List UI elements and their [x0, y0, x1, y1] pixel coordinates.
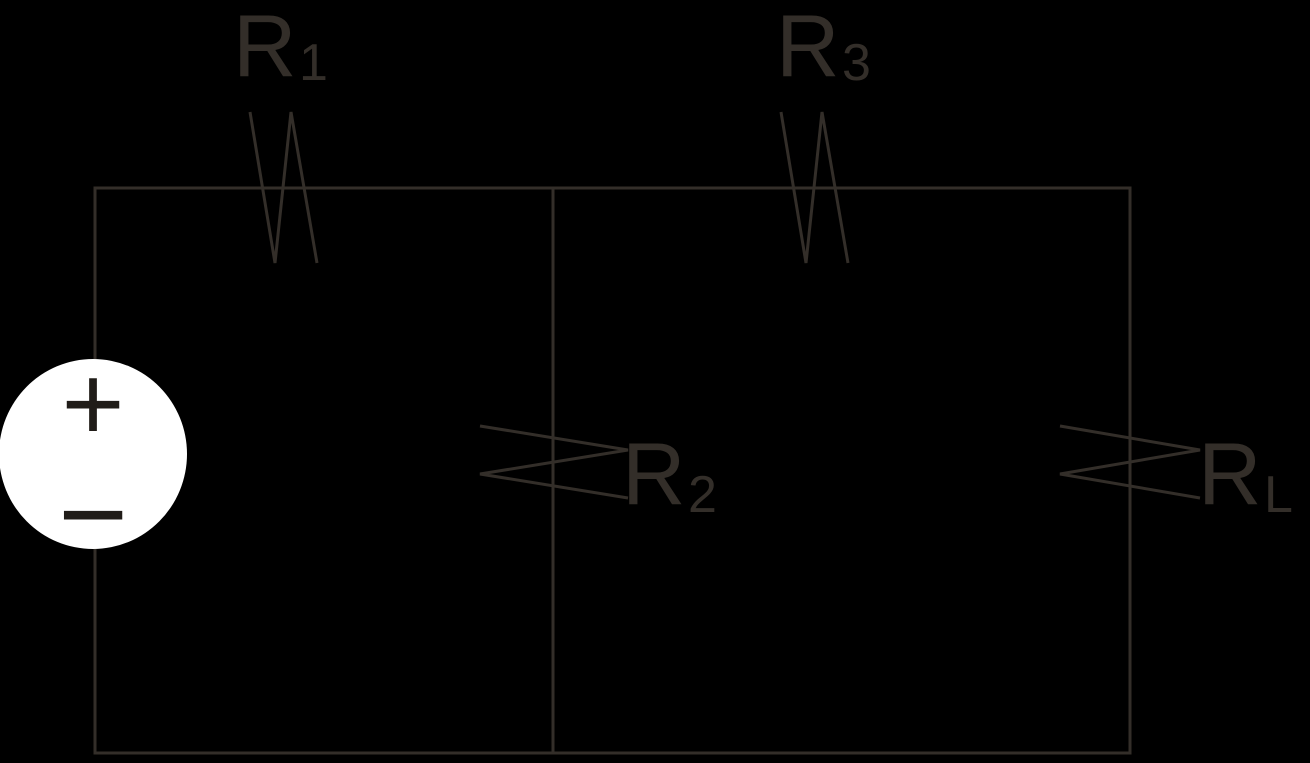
- resistor-r2-subscript: 2: [688, 466, 717, 524]
- voltage-source: [0, 359, 187, 549]
- resistor-rl-subscript: L: [1264, 466, 1293, 524]
- resistor-r3-label: R: [776, 0, 840, 95]
- resistor-r1-label: R: [233, 0, 297, 95]
- wire-group: [93, 186, 1132, 755]
- resistor-r2-label: R: [622, 424, 686, 523]
- resistor-r3-subscript: 3: [842, 34, 871, 92]
- minus-symbol: −: [58, 447, 128, 581]
- resistor-r1-subscript: 1: [299, 34, 328, 92]
- resistor-rl-label: R: [1198, 424, 1262, 523]
- resistor-rl-symbol: [1059, 424, 1201, 500]
- resistor-symbol-group: [248, 111, 1201, 500]
- resistor-r2-symbol: [479, 424, 629, 500]
- plus-symbol: +: [61, 343, 124, 464]
- resistor-r3-symbol: [779, 111, 850, 264]
- resistor-r1-symbol: [248, 111, 319, 264]
- label-group: R 1 R 3 R 2 R L: [233, 0, 1293, 524]
